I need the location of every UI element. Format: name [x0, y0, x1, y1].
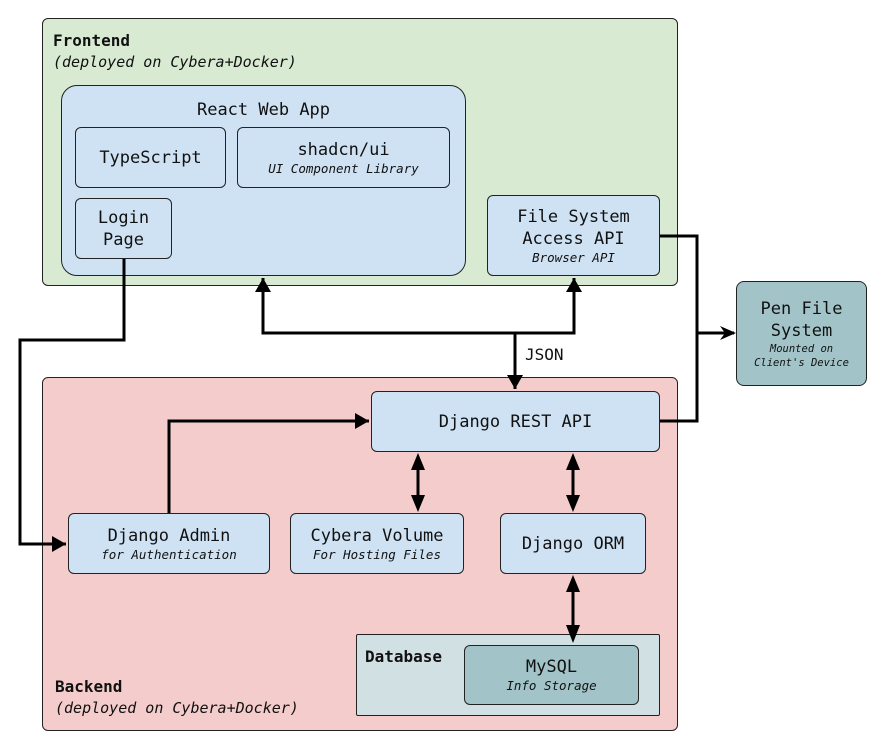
django-rest-api-box: Django REST API	[371, 391, 660, 452]
bus-to-react-arrow	[255, 278, 515, 335]
cybera-volume-box: Cybera Volume For Hosting Files	[290, 513, 464, 574]
fs-api-line1: File System	[517, 206, 630, 227]
shadcn-ui-title: shadcn/ui	[297, 139, 390, 160]
fs-api-subtitle: Browser API	[532, 249, 615, 265]
login-page-box: Login Page	[75, 198, 172, 259]
django-rest-api-label: Django REST API	[438, 411, 593, 432]
mysql-box: MySQL Info Storage	[464, 645, 639, 705]
file-system-access-api-box: File System Access API Browser API	[487, 195, 660, 276]
django-admin-title: Django Admin	[107, 525, 231, 546]
login-page-line2: Page	[103, 229, 144, 250]
pen-fs-line1: Pen File	[760, 298, 843, 319]
pen-fs-sub1: Mounted on	[769, 342, 834, 355]
cybera-volume-subtitle: For Hosting Files	[313, 546, 441, 562]
typescript-label: TypeScript	[99, 147, 202, 168]
django-admin-box: Django Admin for Authentication	[68, 513, 270, 574]
pen-fs-sub2: Client's Device	[754, 356, 849, 369]
frontend-subtitle: (deployed on Cybera+Docker)	[53, 53, 297, 71]
react-web-app-title: React Web App	[196, 100, 331, 120]
json-label: JSON	[525, 345, 564, 364]
login-page-line1: Login	[97, 207, 150, 228]
bus-to-fsapi-arrow	[515, 278, 582, 335]
pen-file-system-box: Pen File System Mounted on Client's Devi…	[736, 281, 867, 386]
typescript-box: TypeScript	[75, 127, 226, 188]
django-admin-subtitle: for Authentication	[101, 546, 237, 562]
django-orm-label: Django ORM	[521, 533, 625, 554]
database-title: Database	[365, 647, 443, 666]
pen-fs-line2: System	[770, 320, 833, 341]
cybera-volume-title: Cybera Volume	[310, 525, 444, 546]
mysql-subtitle: Info Storage	[506, 678, 597, 693]
backend-title: Backend	[55, 677, 123, 696]
backend-subtitle: (deployed on Cybera+Docker)	[55, 699, 299, 717]
shadcn-ui-box: shadcn/ui UI Component Library	[237, 127, 450, 188]
fs-api-line2: Access API	[522, 228, 625, 249]
django-orm-box: Django ORM	[500, 513, 646, 574]
frontend-title: Frontend	[53, 31, 131, 50]
shadcn-ui-subtitle: UI Component Library	[268, 160, 419, 176]
mysql-title: MySQL	[525, 657, 578, 677]
